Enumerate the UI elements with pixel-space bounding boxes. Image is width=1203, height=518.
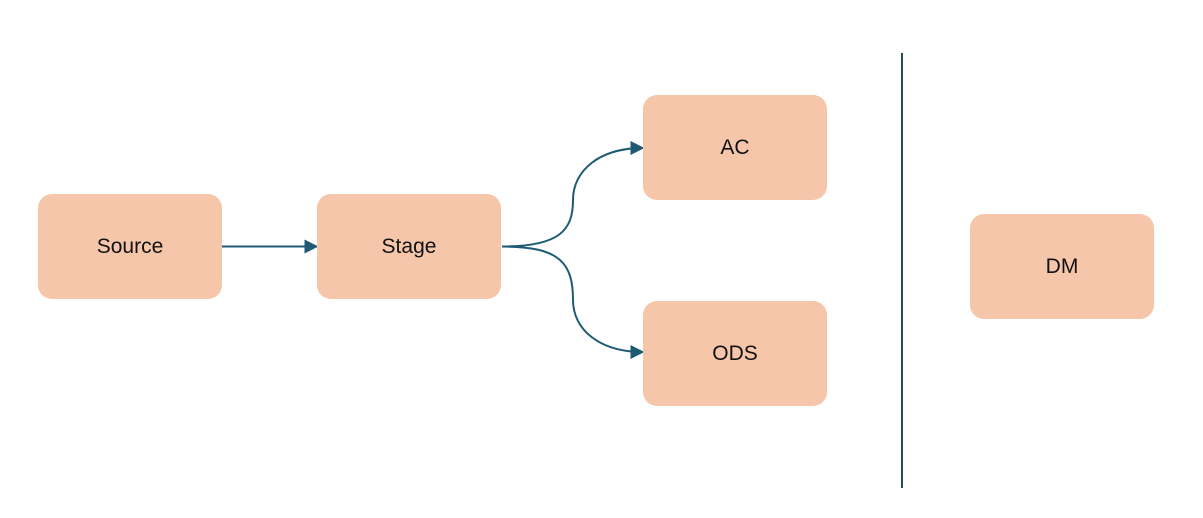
- node-ac-label: AC: [720, 135, 750, 159]
- node-ods-label: ODS: [712, 341, 758, 365]
- node-ac: AC: [643, 95, 827, 200]
- edge-stage-to-ac: [501, 141, 645, 248]
- node-stage: Stage: [317, 194, 501, 299]
- node-stage-label: Stage: [381, 234, 437, 258]
- node-dm-label: DM: [1045, 254, 1079, 278]
- edge-stage-to-ods: [501, 245, 645, 359]
- node-dm: DM: [970, 214, 1154, 319]
- node-source: Source: [38, 194, 222, 299]
- node-ods: ODS: [643, 301, 827, 406]
- node-source-label: Source: [96, 234, 164, 258]
